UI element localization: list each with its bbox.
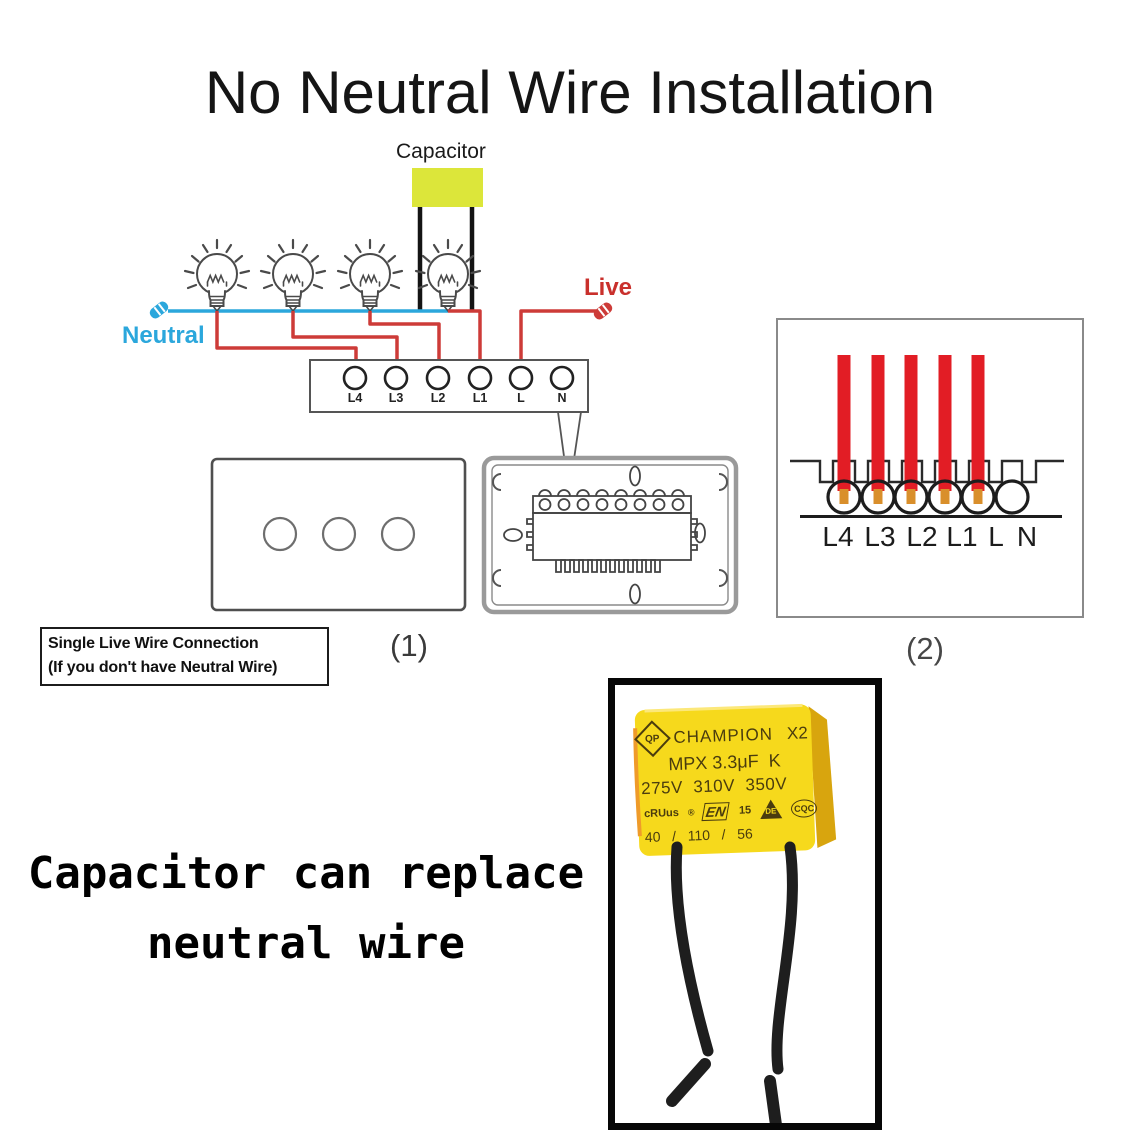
switch-edge-profile <box>790 459 1064 484</box>
capacitor-symbol <box>412 168 483 311</box>
panel2-label-l3: L3 <box>864 521 896 552</box>
bulb-3 <box>336 238 404 313</box>
note-line-1: Single Live Wire Connection <box>48 635 259 652</box>
wire-cores <box>839 489 983 504</box>
neutral-wire-label: Neutral <box>122 322 205 349</box>
page-title: No Neutral Wire Installation <box>204 59 936 126</box>
terminal-holes <box>342 365 575 391</box>
terminal-label-l: L <box>517 391 525 405</box>
footer-text-line-2: neutral wire <box>147 918 465 969</box>
switch-front-panel <box>210 457 467 612</box>
terminal-block <box>309 359 589 487</box>
wire-bulb1-L4 <box>215 311 358 367</box>
module-scallops <box>538 489 685 497</box>
panel2-caption: (2) <box>906 631 944 666</box>
bulb-1 <box>183 238 251 313</box>
enec-mark: EN <box>701 801 731 821</box>
capacitor-leads <box>417 207 475 311</box>
panel2-label-n: N <box>1016 521 1038 552</box>
wire-insertion-panel <box>776 318 1084 618</box>
live-connector <box>593 302 613 320</box>
enec-number: 15 <box>738 803 752 817</box>
red-wires <box>837 355 985 491</box>
footer-text-line-1: Capacitor can replace <box>27 848 585 899</box>
wiring-diagram <box>149 168 1084 618</box>
vde-mark: DE <box>759 799 783 820</box>
wire-bulb3-L2 <box>368 311 441 367</box>
capacitor-diagram-label: Capacitor <box>396 140 486 163</box>
capacitor-body-photo <box>633 703 837 856</box>
neutral-connector <box>149 301 169 319</box>
terminal-label-l4: L4 <box>347 391 363 405</box>
switch-module <box>503 465 706 605</box>
certification-marks: cRUus ® EN 15 DE CQC <box>644 798 827 823</box>
cqc-mark: CQC <box>790 798 818 818</box>
capacitor-markings: QP CHAMPION X2 MPX 3.3μF K 275V 310V 350… <box>634 718 827 845</box>
wire-bulb2-L3 <box>291 311 399 367</box>
mounting-clips <box>492 473 728 587</box>
vde-text: DE <box>765 806 777 816</box>
heatsink-comb <box>555 559 661 573</box>
single-live-wire-note: Single Live Wire Connection (If you don'… <box>40 627 329 686</box>
bulb-2 <box>259 238 327 313</box>
panel1-caption: (1) <box>390 628 428 663</box>
voltage-text: 275V 310V 350V <box>640 774 788 799</box>
light-bulbs <box>183 238 482 313</box>
qp-logo-text: QP <box>645 732 660 745</box>
panel2-label-l1: L1 <box>946 521 978 552</box>
capacitor-wire-leads <box>666 841 798 1123</box>
capacitor-body <box>412 168 483 207</box>
panel2-label-l2: L2 <box>906 521 938 552</box>
note-line-2: (If you don't have Neutral Wire) <box>48 659 278 676</box>
capacitor-photo: QP CHAMPION X2 MPX 3.3μF K 275V 310V 350… <box>608 678 882 1130</box>
series-text: MPX 3.3μF K <box>668 750 782 775</box>
brand-text: CHAMPION <box>673 724 774 748</box>
terminal-label-l3: L3 <box>388 391 404 405</box>
safety-class-text: X2 <box>786 723 809 744</box>
live-wires <box>215 309 596 367</box>
panel2-label-l: L <box>988 521 1004 552</box>
live-wire-label: Live <box>584 274 633 301</box>
wire-bulb4-L1 <box>448 309 482 367</box>
qp-logo: QP <box>634 720 671 758</box>
terminal-label-n: N <box>557 391 567 405</box>
terminal-label-l2: L2 <box>430 391 446 405</box>
panel2-terminal-holes <box>826 479 1030 515</box>
registered-mark: ® <box>687 806 695 818</box>
touch-buttons <box>262 516 416 552</box>
wire-live-L <box>519 309 596 367</box>
capacitor-photo-art <box>633 703 837 1123</box>
panel2-label-l4: L4 <box>822 521 854 552</box>
neutral-wire <box>149 301 448 319</box>
terminal-label-l1: L1 <box>472 391 488 405</box>
ul-mark: cRUus <box>643 806 680 820</box>
switch-back-view <box>481 455 739 615</box>
